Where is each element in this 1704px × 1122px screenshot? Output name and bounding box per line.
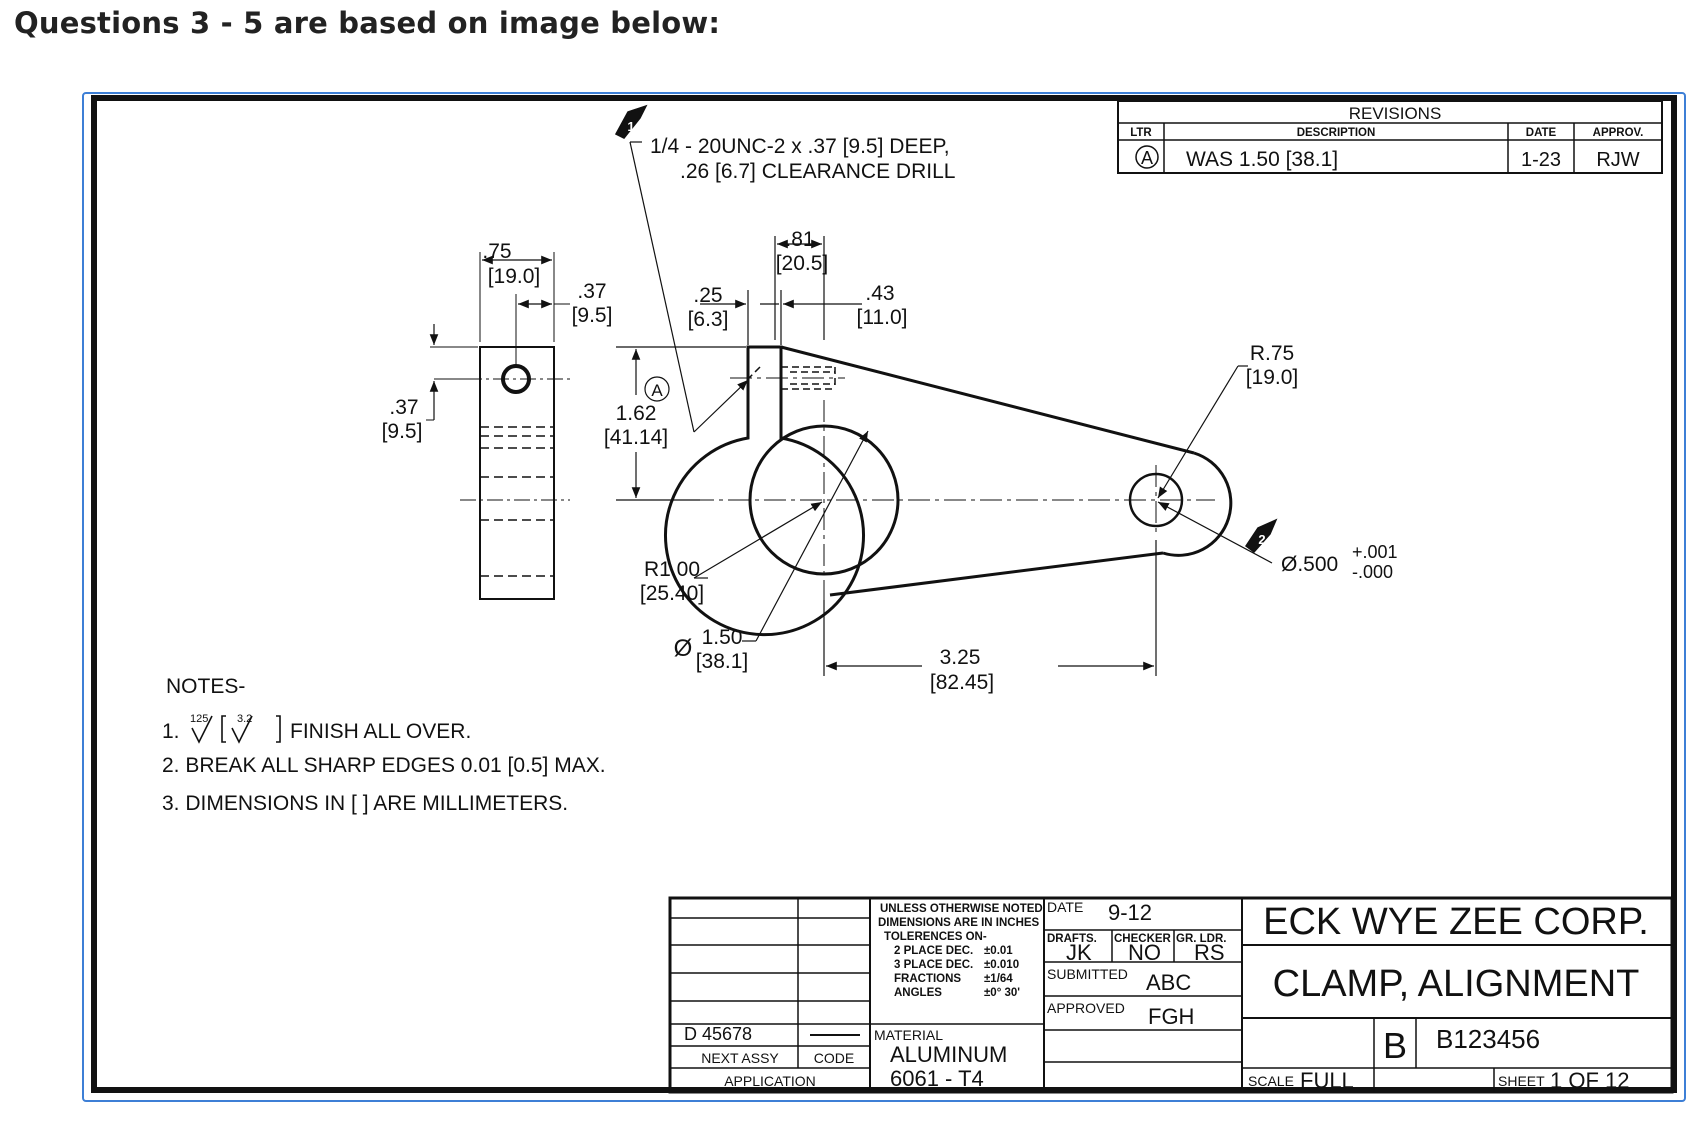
tb-checker-label: CHECKER: [1114, 933, 1172, 945]
dim-dia150: 1.50: [702, 626, 743, 649]
tb-drafts-value: JK: [1066, 940, 1092, 965]
tb-drawing-number: B123456: [1436, 1024, 1540, 1054]
dim-075-mm: [19.0]: [488, 265, 541, 288]
tb-angles-value: ±0° 30': [984, 987, 1020, 999]
tb-next-assy-value: D 45678: [684, 1024, 752, 1044]
flag-1-number: 1: [627, 119, 634, 134]
note-1-text: FINISH ALL OVER.: [290, 720, 471, 743]
dim-dia500-tol-minus: -.000: [1352, 562, 1393, 582]
dim-r075: R.75: [1250, 342, 1294, 365]
rev-col-ltr: LTR: [1130, 127, 1152, 139]
tb-scale-label: SCALE: [1248, 1073, 1294, 1089]
tb-material-value-1: ALUMINUM: [890, 1042, 1007, 1067]
dim-r100: R1.00: [644, 558, 700, 581]
dim-dia150-symbol: Ø: [674, 635, 693, 662]
dim-025: .25: [693, 284, 722, 307]
tb-part-name: CLAMP, ALIGNMENT: [1273, 963, 1640, 1005]
tb-next-assy-label: NEXT ASSY: [701, 1050, 779, 1066]
dim-037-top: .37: [577, 280, 606, 303]
dim-162: 1.62: [616, 402, 657, 425]
note-3-text: 3. DIMENSIONS IN [ ] ARE MILLIMETERS.: [162, 792, 568, 815]
dim-075: .75: [482, 240, 511, 263]
dim-043: .43: [865, 282, 894, 305]
notes-title: NOTES-: [166, 675, 245, 698]
note-1-finish-value: 125: [190, 713, 208, 725]
tb-dims-in-inches: DIMENSIONS ARE IN INCHES: [878, 917, 1040, 929]
rev-desc-value: WAS 1.50 [38.1]: [1186, 148, 1338, 171]
dim-025-mm: [6.3]: [688, 308, 729, 331]
dim-037-left: .37: [389, 396, 418, 419]
tb-company: ECK WYE ZEE CORP.: [1263, 901, 1649, 943]
revisions-title: REVISIONS: [1349, 104, 1442, 123]
tb-tolerances: TOLERENCES ON-: [884, 931, 987, 943]
flag-2: [1244, 518, 1278, 554]
tb-checker-value: NO: [1128, 940, 1161, 965]
flag-2-number: 2: [1258, 532, 1265, 547]
dim-037-left-mm: [9.5]: [382, 420, 423, 443]
tb-drafts-label: DRAFTS.: [1047, 933, 1097, 945]
tb-code-label: CODE: [814, 1050, 854, 1066]
note-2-text: 2. BREAK ALL SHARP EDGES 0.01 [0.5] MAX.: [162, 754, 606, 777]
tb-fractions: FRACTIONS: [894, 973, 961, 985]
image-frame: [82, 92, 1686, 1102]
tb-unless-noted: UNLESS OTHERWISE NOTED: [880, 903, 1043, 915]
tb-approved-label: APPROVED: [1047, 1000, 1125, 1016]
rev-col-desc: DESCRIPTION: [1297, 127, 1376, 139]
dim-037-top-mm: [9.5]: [572, 304, 613, 327]
dim-dia150-mm: [38.1]: [696, 650, 749, 673]
tb-grldr-value: RS: [1194, 940, 1225, 965]
rev-date-value: 1-23: [1521, 149, 1561, 171]
dim-325: 3.25: [940, 646, 981, 669]
dim-dia500-tol-plus: +.001: [1352, 542, 1398, 562]
tb-date-value: 9-12: [1108, 900, 1152, 925]
tb-submitted-label: SUBMITTED: [1047, 966, 1128, 982]
tb-3place: 3 PLACE DEC.: [894, 959, 973, 971]
revisions-block: [1117, 100, 1663, 174]
dim-r100-mm: [25.40]: [640, 582, 704, 605]
tb-approved-value: FGH: [1148, 1004, 1194, 1029]
rev-approv-value: RJW: [1596, 149, 1639, 171]
dim-081: .81: [785, 228, 814, 251]
tb-grldr-label: GR. LDR.: [1176, 933, 1226, 945]
tb-application-label: APPLICATION: [724, 1073, 816, 1089]
rev-col-approv: APPROV.: [1593, 127, 1644, 139]
finish-symbol-icon: [191, 715, 213, 744]
dim-043-mm: [11.0]: [857, 306, 908, 329]
tb-submitted-value: ABC: [1146, 970, 1191, 995]
tb-sheet-label: SHEET: [1498, 1073, 1545, 1089]
tb-fractions-value: ±1/64: [984, 973, 1013, 985]
note-1-number: 1.: [162, 720, 180, 743]
tb-sheet-value: 1 OF 12: [1550, 1068, 1629, 1093]
tb-2place-value: ±0.01: [984, 945, 1013, 957]
side-view: [426, 252, 570, 600]
title-block-grid: [668, 896, 1674, 1094]
front-view-dimensions: [616, 141, 1273, 676]
finish-symbol-metric-icon: [221, 715, 281, 744]
tb-3place-value: ±0.010: [984, 959, 1019, 971]
tb-material-value-2: 6061 - T4: [890, 1066, 984, 1091]
tb-material-label: MATERIAL: [874, 1027, 943, 1043]
tb-date-label: DATE: [1047, 899, 1083, 915]
rev-ltr-value: A: [1141, 148, 1153, 168]
drawing-border: [91, 95, 1677, 1093]
rev-marker-a: A: [651, 381, 663, 400]
rev-col-date: DATE: [1526, 127, 1557, 139]
callout-thread-line2: .26 [6.7] CLEARANCE DRILL: [680, 160, 955, 183]
flag-1: [614, 104, 648, 139]
page-heading: Questions 3 - 5 are based on image below…: [14, 6, 721, 40]
dim-081-mm: [20.5]: [776, 252, 829, 275]
dim-325-mm: [82.45]: [930, 671, 994, 694]
tb-2place: 2 PLACE DEC.: [894, 945, 973, 957]
front-view: [620, 345, 1233, 637]
tb-size: B: [1383, 1025, 1407, 1066]
dim-r075-mm: [19.0]: [1246, 366, 1299, 389]
dim-162-mm: [41.14]: [604, 426, 668, 449]
callout-thread-line1: 1/4 - 20UNC-2 x .37 [9.5] DEEP,: [650, 135, 950, 158]
dim-dia500: Ø.500: [1281, 553, 1338, 576]
tb-scale-value: FULL: [1300, 1068, 1354, 1093]
tb-angles: ANGLES: [894, 987, 942, 999]
